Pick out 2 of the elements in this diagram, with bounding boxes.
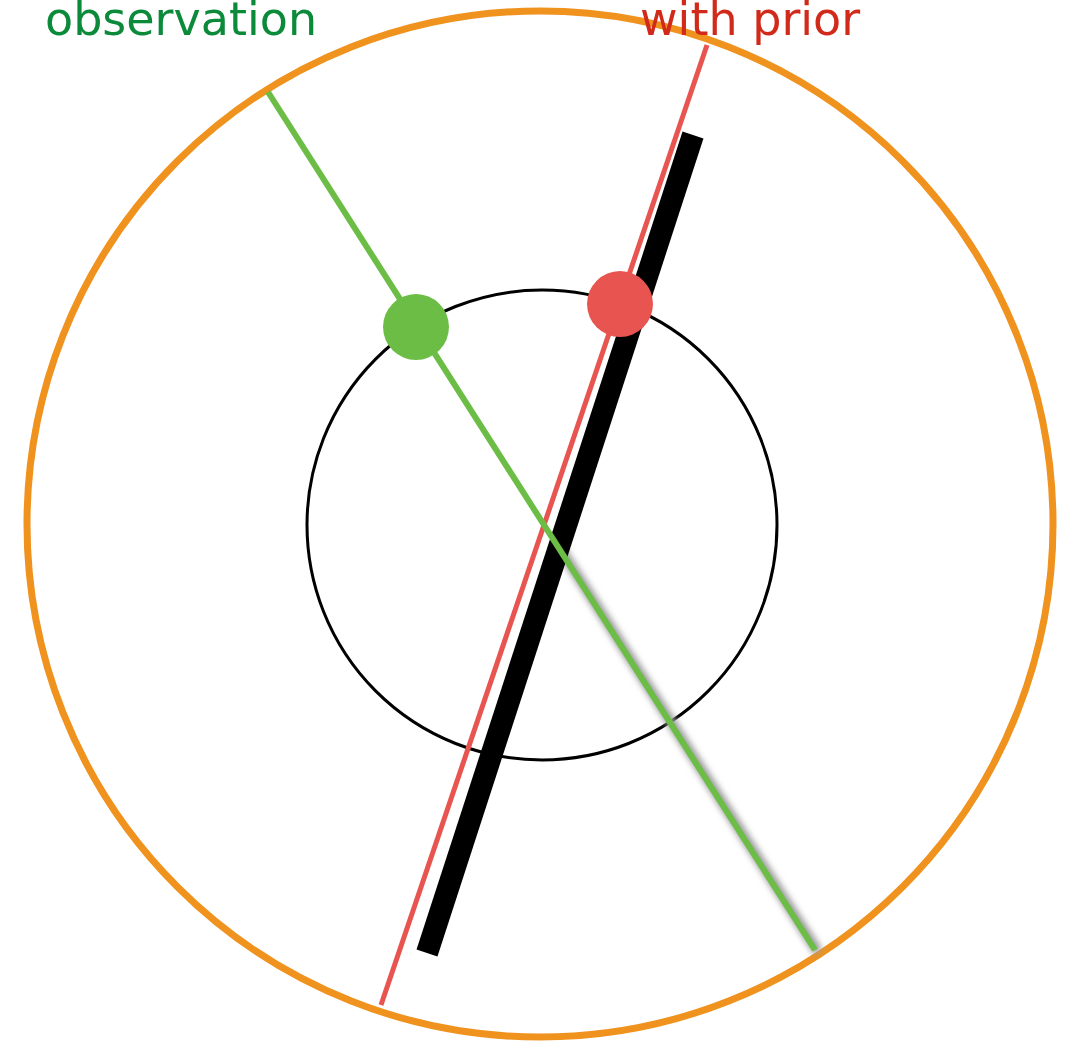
- text-label: observation: [45, 0, 318, 45]
- text-label: with prior: [640, 0, 861, 45]
